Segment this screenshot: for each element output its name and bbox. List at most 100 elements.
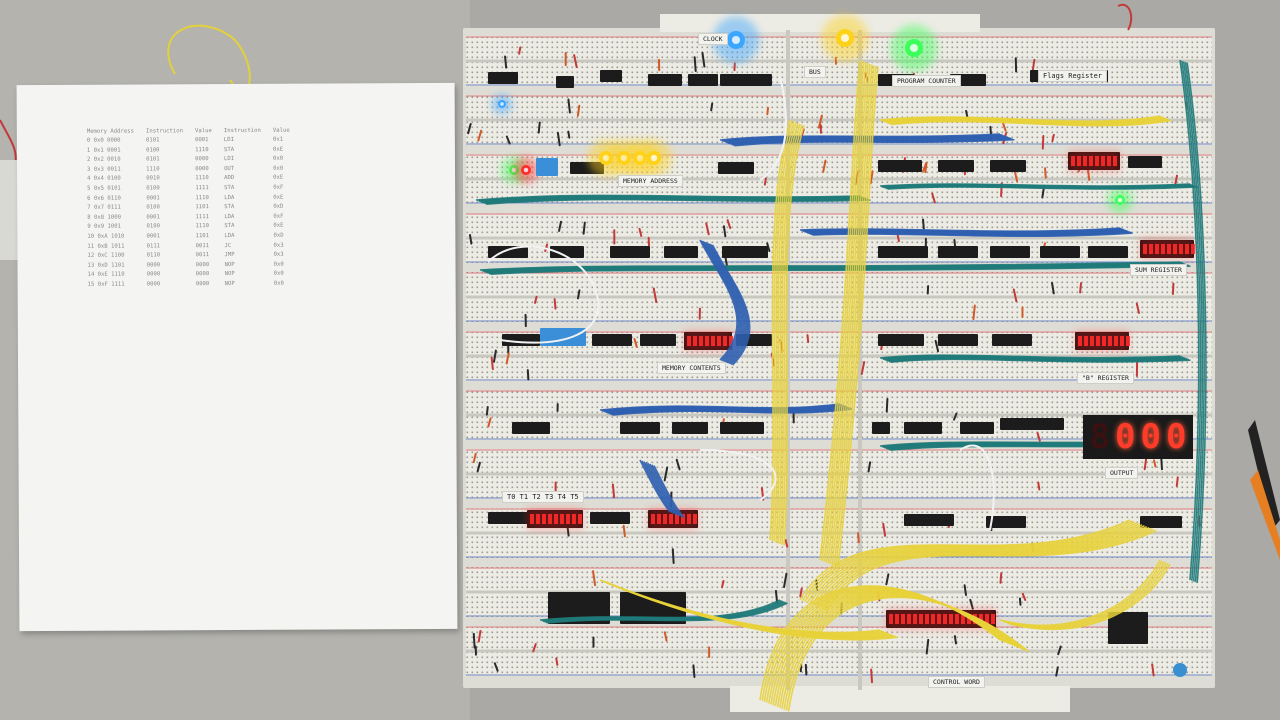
table-cell: 0x0: [273, 165, 284, 172]
jumper-wire: [576, 289, 581, 300]
table-cell: 1101: [195, 233, 210, 240]
table-cell: 0001: [146, 233, 161, 240]
jumper-wire: [870, 668, 873, 684]
table-cell: 0001: [195, 137, 209, 144]
ic-chip: [1140, 516, 1182, 528]
table-cell: 0xD: [273, 232, 284, 239]
wire-bundle-blue: [707, 243, 747, 364]
table-cell: 6 0x6 0110: [87, 195, 121, 202]
table-cell: 1 0x1 0001: [86, 147, 121, 154]
jumper-wire: [705, 222, 710, 236]
table-cell: 0000: [195, 165, 209, 172]
table-cell: JMP: [224, 252, 235, 259]
table-cell: 0xE: [273, 223, 284, 230]
table-cell: 1110: [195, 146, 209, 153]
table-cell: 1110: [195, 194, 209, 201]
output-digit: 8: [1089, 417, 1110, 457]
sum-register-label: SUM REGISTER: [1130, 264, 1187, 276]
wire-bundle-yellow: [831, 64, 873, 565]
table-cell: STA: [224, 184, 235, 192]
wire-bundle-yellow: [799, 519, 1131, 601]
ic-chip: [1128, 156, 1162, 168]
table-cell: 8 0x8 1000: [87, 214, 121, 221]
ic-chip: [1000, 418, 1064, 430]
jumper-wire: [922, 162, 927, 173]
table-cell: 13 0xD 1101: [87, 262, 125, 269]
output-label: OUTPUT: [1105, 467, 1139, 479]
led-highlight: [523, 167, 529, 173]
table-cell: 0011: [195, 242, 210, 249]
led-glow: [1075, 330, 1129, 352]
memory-contents-label: MEMORY CONTENTS: [657, 362, 726, 374]
table-cell: 1111: [195, 185, 209, 192]
jumper-wire: [885, 397, 889, 413]
wire-bundle-teal: [547, 602, 788, 624]
jumper-wire: [1051, 281, 1055, 295]
jumper-wire: [799, 587, 803, 598]
table-cell: 0000: [195, 261, 210, 268]
jumper-wire: [534, 295, 538, 304]
table-cell: 0100: [146, 223, 160, 230]
jumper-wire: [1044, 167, 1047, 179]
wire-bundle-blue: [649, 463, 681, 517]
wire-bundle-yellow: [801, 520, 1133, 602]
table-cell: 10 0xA 1010: [87, 233, 125, 240]
jumper-wire: [493, 662, 499, 672]
jumper-wire: [567, 98, 571, 114]
jumper-wire: [505, 352, 510, 365]
jumper-wire: [492, 349, 497, 363]
table-cell: 0xE: [273, 194, 284, 201]
jumper-wire: [558, 220, 562, 232]
led-glow: [684, 330, 732, 352]
wire-bundle-yellow: [829, 63, 871, 565]
led-glow: [527, 508, 583, 530]
table-cell: 5 0x5 0101: [87, 185, 121, 192]
jumper-wire: [1021, 592, 1027, 601]
led-highlight: [1117, 197, 1123, 203]
table-cell: STA: [224, 204, 235, 211]
white-wire: [759, 75, 787, 181]
wire-bundle-blue: [711, 244, 751, 366]
jumper-wire: [526, 369, 530, 381]
wire-bundle-yellow: [779, 123, 801, 545]
table-cell: 1110: [195, 175, 209, 182]
wire-bundle-yellow: [818, 526, 1150, 609]
t-states-label: T0 T1 T2 T3 T4 T5: [502, 491, 584, 503]
jumper-wire: [663, 466, 669, 482]
led-glow: [1140, 238, 1194, 260]
wire-bundle-blue: [709, 243, 748, 365]
wire-bundle-blue: [710, 244, 750, 366]
table-cell: 1111: [195, 213, 209, 220]
wire-bundle-yellow: [825, 529, 1157, 611]
table-cell: LDA: [224, 213, 235, 220]
wire-bundle-teal: [1179, 59, 1200, 581]
jumper-wire: [487, 417, 492, 428]
dip-switch: [540, 328, 586, 346]
jumper-wire: [1037, 481, 1041, 491]
wire-bundle-blue: [612, 408, 853, 416]
ic-chip: [590, 512, 630, 524]
jumper-wire: [710, 102, 714, 112]
table-cell: 0001: [146, 214, 160, 221]
ic-chip: [718, 162, 754, 174]
control-word-label: CONTROL WORD: [928, 676, 985, 688]
table-cell: 0000: [146, 262, 161, 269]
jumper-wire: [931, 192, 936, 204]
ic-chip: [688, 74, 718, 86]
table-cell: 0101: [146, 137, 160, 144]
jumper-wire: [1013, 169, 1019, 183]
jumper-wire: [783, 572, 788, 589]
ic-chip: [938, 160, 974, 172]
jumper-wire: [693, 56, 697, 72]
jumper-wire: [999, 572, 1003, 584]
jumper-wire: [701, 51, 706, 68]
white-wire: [487, 245, 600, 344]
wire-bundle-yellow: [806, 522, 1138, 604]
jumper-wire: [638, 227, 643, 237]
table-cell: 1110: [195, 223, 210, 230]
jumper-wire: [1175, 476, 1179, 488]
led-highlight: [650, 154, 658, 162]
table-cell: 0100: [146, 185, 160, 192]
led-highlight: [840, 33, 850, 43]
